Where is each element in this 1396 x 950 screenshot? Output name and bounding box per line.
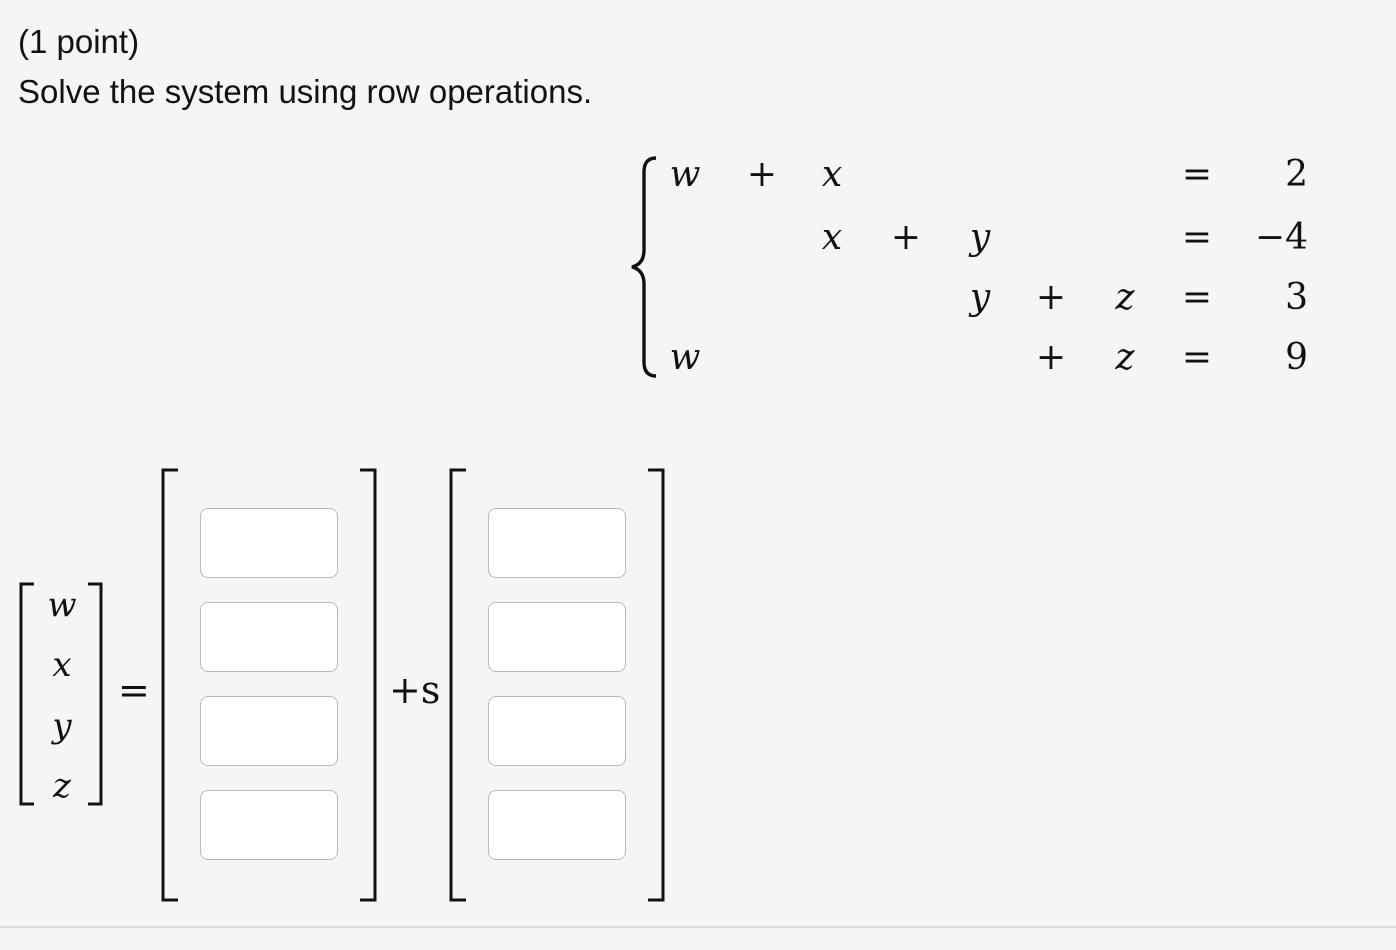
variable-y: y (52, 706, 72, 746)
particular-vector-left-bracket (161, 468, 178, 902)
direction-w-input[interactable] (488, 508, 626, 578)
equals-sign: = (1181, 277, 1213, 318)
direction-vector-right-bracket (648, 468, 665, 902)
term-r4-c7: z (1115, 337, 1135, 378)
instruction-text: Solve the system using row operations. (18, 73, 593, 110)
equals-sign: = (118, 668, 150, 712)
left-brace (631, 156, 657, 378)
term-r2-c4: + (890, 217, 922, 258)
bottom-divider (0, 926, 1396, 928)
term-r1-c1: w (669, 154, 701, 195)
equals-sign: = (1181, 337, 1213, 378)
direction-x-input[interactable] (488, 602, 626, 672)
equals-sign: = (1181, 154, 1213, 195)
direction-y-input[interactable] (488, 696, 626, 766)
plus-s-label: +s (389, 668, 441, 712)
rhs-value: 3 (1285, 277, 1308, 318)
particular-w-input[interactable] (200, 508, 338, 578)
particular-z-input[interactable] (200, 790, 338, 860)
direction-vector-left-bracket (449, 468, 466, 902)
term-r1-c2: + (746, 154, 778, 195)
direction-z-input[interactable] (488, 790, 626, 860)
term-r1-c3: x (821, 154, 843, 195)
term-r3-c6: + (1035, 277, 1067, 318)
particular-vector-right-bracket (360, 468, 377, 902)
term-r4-c1: w (669, 337, 701, 378)
rhs-value: −4 (1254, 217, 1308, 258)
term-r2-c5: y (969, 217, 991, 258)
term-r2-c3: x (821, 217, 843, 258)
variable-z: z (53, 766, 71, 806)
points-label: (1 point) (18, 23, 140, 60)
variable-x: x (52, 645, 72, 685)
variable-vector-left-bracket (19, 582, 34, 806)
term-r3-c5: y (969, 277, 991, 318)
particular-y-input[interactable] (200, 696, 338, 766)
particular-x-input[interactable] (200, 602, 338, 672)
equals-sign: = (1181, 217, 1213, 258)
rhs-value: 2 (1285, 154, 1308, 195)
term-r3-c7: z (1115, 277, 1135, 318)
rhs-value: 9 (1285, 337, 1308, 378)
variable-vector-right-bracket (88, 582, 103, 806)
term-r4-c6: + (1035, 337, 1067, 378)
variable-w: w (47, 585, 77, 625)
